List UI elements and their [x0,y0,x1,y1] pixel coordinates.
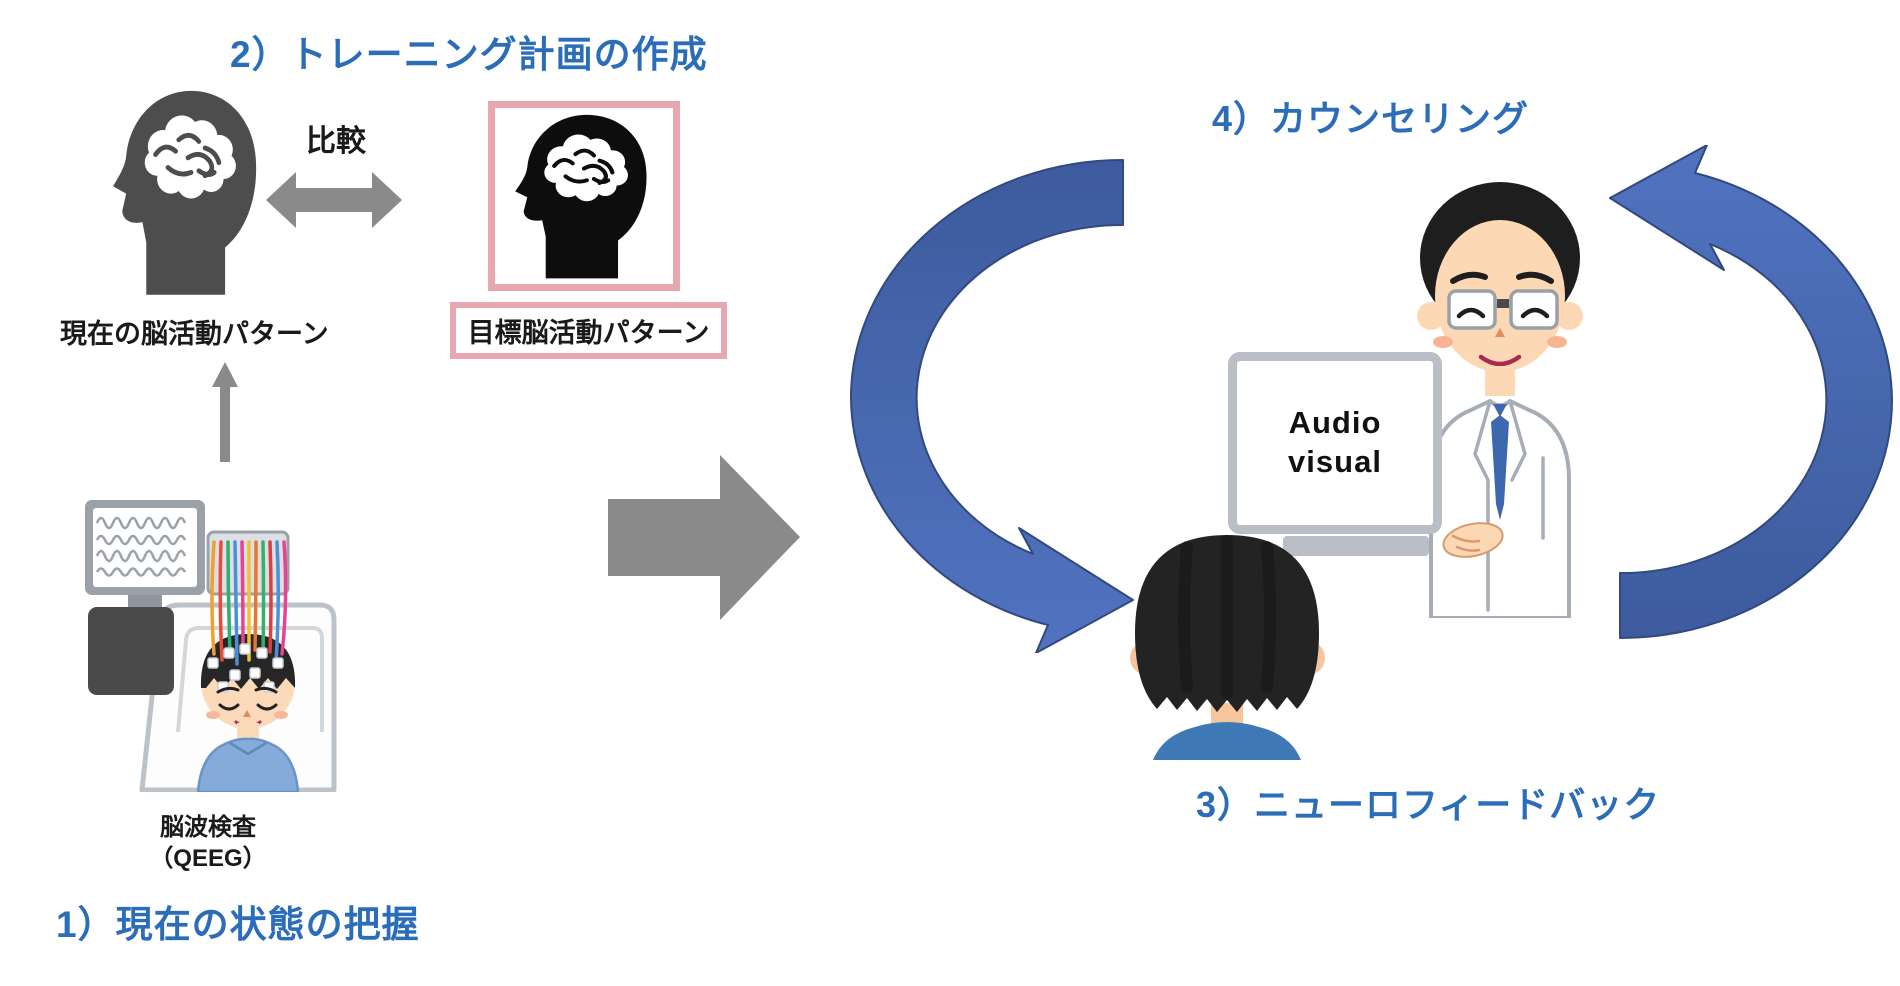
cycle-arrow-left-icon [850,159,1134,653]
monitor-stand [1283,536,1429,556]
current-pattern-label: 現在の脳活動パターン [60,319,329,349]
cycle-arrow-right-icon [1609,145,1893,639]
target-pattern-label: 目標脳活動パターン [467,318,710,348]
eeg-examination-illustration [85,500,337,792]
step2-title: 2）トレーニング計画の作成 [230,34,708,75]
compare-arrows-icon [266,172,402,228]
target-head-frame [488,101,680,291]
audio-visual-monitor: Audio visual [1228,352,1442,534]
eeg-exam-label: 脳波検査 （QEEG） [118,812,298,874]
patient-illustration [1130,535,1325,760]
step3-title: 3）ニューロフィードバック [1196,784,1661,825]
step1-title: 1）現在の状態の把握 [56,904,420,945]
monitor-text-line2: visual [1288,444,1382,479]
compare-label: 比較 [306,125,366,158]
flow-arrow-icon [608,455,800,620]
target-brain-head-icon [515,114,647,279]
eeg-exam-label-line2: （QEEG） [149,845,267,873]
target-pattern-box: 目標脳活動パターン [450,302,727,359]
monitor-text-line1: Audio [1288,405,1382,441]
eeg-exam-label-line1: 脳波検査 [160,814,256,841]
up-arrow-icon [212,362,238,462]
doctor-illustration [1417,182,1583,618]
current-brain-head-icon [113,90,257,295]
step4-title: 4）カウンセリング [1212,98,1530,139]
